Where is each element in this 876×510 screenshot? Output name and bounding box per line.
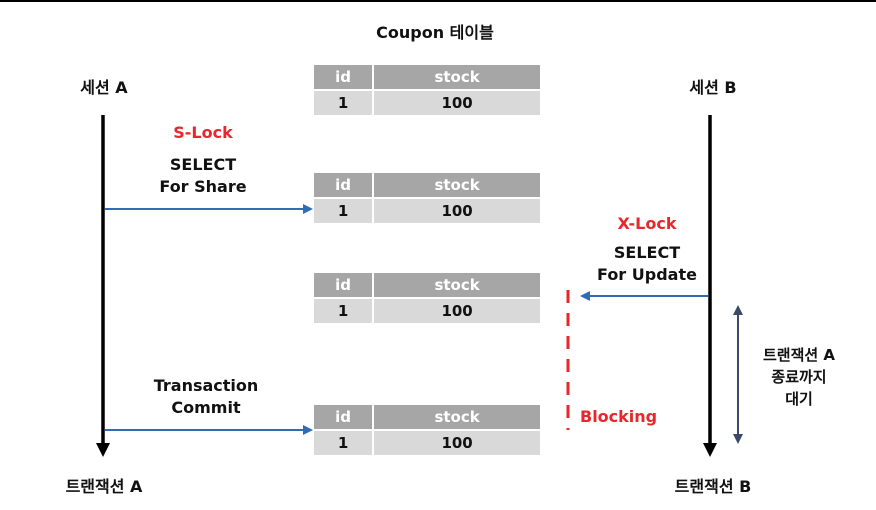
blocking-label: Blocking <box>580 407 658 426</box>
commit-commit-label: Commit <box>171 398 241 417</box>
cell-stock: 100 <box>374 91 540 115</box>
x-lock-select-label: SELECT <box>613 243 681 262</box>
wait-line1-label: 트랜잭션 A <box>762 346 836 364</box>
col-id-header: id <box>314 65 373 89</box>
cell-id: 1 <box>314 199 373 223</box>
cell-id: 1 <box>314 431 373 455</box>
transaction-a-label: 트랜잭션 A <box>65 477 143 496</box>
x-lock-for-update-label: For Update <box>597 265 697 284</box>
col-id-header: id <box>314 405 373 429</box>
cell-id: 1 <box>314 91 373 115</box>
wait-line3-label: 대기 <box>785 390 813 408</box>
session-a-label: 세션 A <box>80 78 128 97</box>
col-stock-header: stock <box>374 173 540 197</box>
s-lock-select-label: SELECT <box>169 155 237 174</box>
col-id-header: id <box>314 173 373 197</box>
cell-stock: 100 <box>374 299 540 323</box>
col-stock-header: stock <box>374 65 540 89</box>
cell-id: 1 <box>314 299 373 323</box>
diagram-title: Coupon 테이블 <box>376 23 494 42</box>
top-border <box>0 0 876 2</box>
col-stock-header: stock <box>374 273 540 297</box>
transaction-b-label: 트랜잭션 B <box>674 477 752 496</box>
session-b-label: 세션 B <box>689 78 737 97</box>
s-lock-for-share-label: For Share <box>159 177 247 196</box>
wait-line2-label: 종료까지 <box>771 368 827 386</box>
cell-stock: 100 <box>374 431 540 455</box>
col-stock-header: stock <box>374 405 540 429</box>
cell-stock: 100 <box>374 199 540 223</box>
s-lock-label: S-Lock <box>173 123 233 142</box>
x-lock-label: X-Lock <box>617 214 677 233</box>
commit-transaction-label: Transaction <box>153 376 259 395</box>
col-id-header: id <box>314 273 373 297</box>
